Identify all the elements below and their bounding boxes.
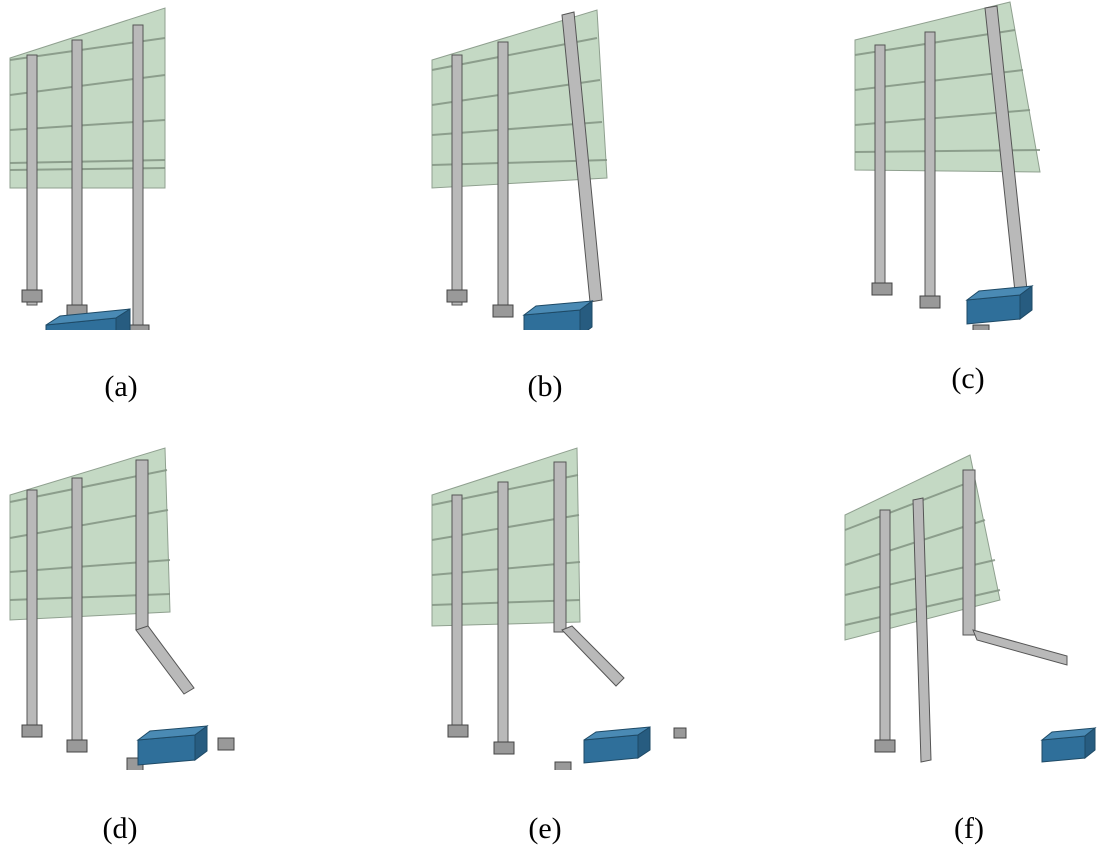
post-clamps — [871, 282, 990, 330]
posts — [451, 11, 603, 315]
panel-f-caption: (f) — [954, 812, 984, 845]
sign-structure-drawing — [844, 454, 1097, 763]
posts — [879, 469, 1068, 763]
sign-structure-drawing — [854, 1, 1041, 330]
posts — [26, 459, 195, 741]
panel-d-illustration — [0, 440, 300, 770]
posts — [451, 461, 625, 748]
impact-device — [965, 285, 1034, 325]
post-clamps — [874, 739, 896, 753]
post-clamps — [21, 724, 235, 770]
panel-b-illustration — [412, 0, 712, 330]
post-clamps — [447, 724, 687, 770]
sign-panel — [9, 7, 166, 189]
impact-device — [583, 726, 651, 764]
impact-device — [522, 300, 594, 330]
sign-panel — [431, 9, 608, 189]
panel-d-caption: (d) — [102, 812, 138, 845]
panel-b-caption: (b) — [527, 370, 563, 403]
posts — [26, 24, 144, 330]
panel-a-caption: (a) — [104, 370, 138, 403]
post-clamps — [21, 289, 150, 330]
sign-structure-drawing — [9, 7, 166, 330]
panel-f-illustration — [835, 440, 1097, 770]
post-clamps — [446, 289, 514, 318]
panel-e-caption: (e) — [528, 812, 562, 845]
panel-c-caption: (c) — [951, 362, 985, 395]
panel-a-illustration — [0, 0, 300, 330]
panel-e-illustration — [412, 440, 712, 770]
impact-device — [136, 725, 209, 766]
sign-panel — [9, 447, 171, 621]
impact-device — [1040, 726, 1097, 763]
impact-device — [45, 308, 131, 330]
sign-structure-drawing — [431, 447, 687, 770]
sign-structure-drawing — [431, 9, 608, 330]
panel-c-illustration — [835, 0, 1097, 330]
sign-structure-drawing — [9, 447, 235, 770]
